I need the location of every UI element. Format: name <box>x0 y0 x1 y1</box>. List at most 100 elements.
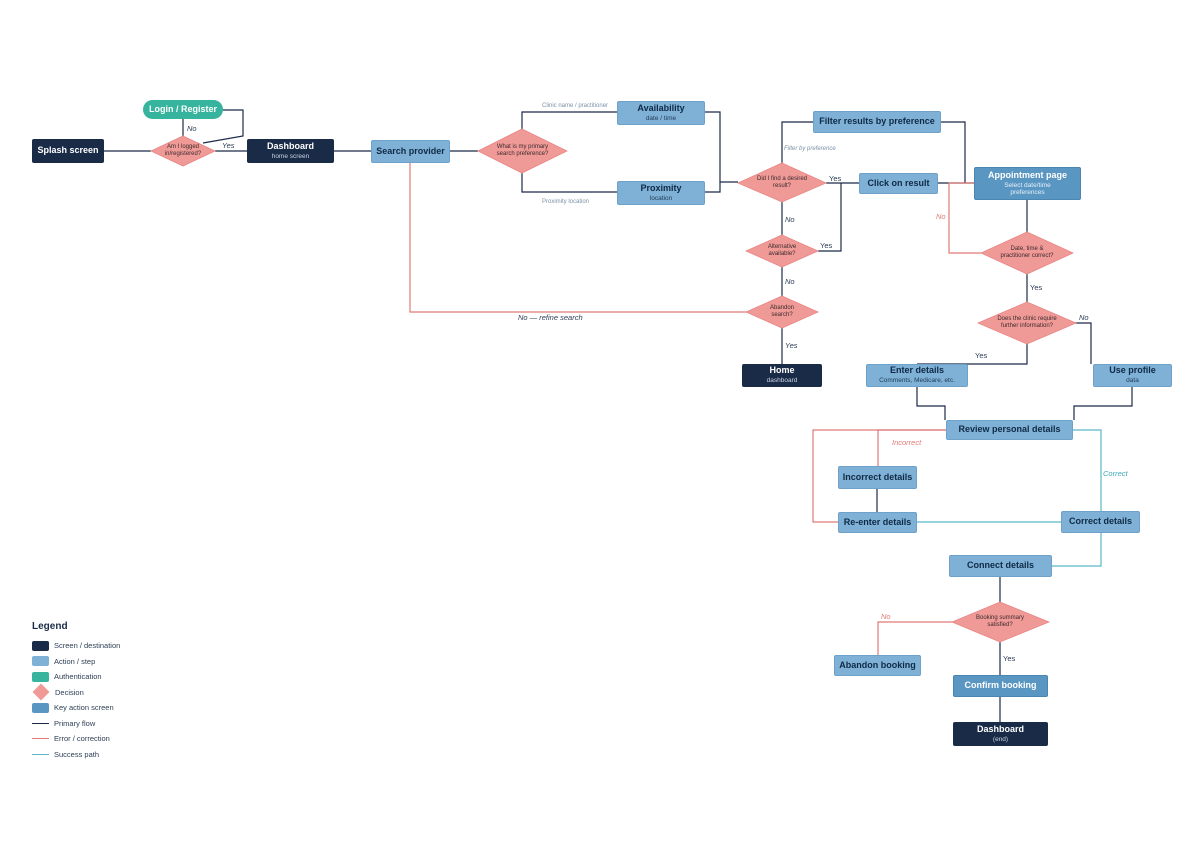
clinic-info-decision <box>976 301 1078 345</box>
legend-item-label: Screen / destination <box>54 641 121 651</box>
incorrect-details-node: Incorrect details <box>838 466 917 489</box>
enter-details-sub: Comments, Medicare, etc. <box>879 377 955 385</box>
proximity-node: Proximity location <box>617 181 705 205</box>
dashboard-home-node: Dashboard home screen <box>247 139 334 163</box>
label-incorrect: Incorrect <box>892 438 922 447</box>
splash-screen-title: Splash screen <box>37 145 99 156</box>
home-title: Home <box>769 365 795 376</box>
incorrect-details-title: Incorrect details <box>842 471 913 482</box>
dashboard-home-sub: home screen <box>271 152 310 160</box>
legend-item-primary-flow: Primary flow <box>32 716 232 732</box>
home-sub: dashboard <box>766 377 798 385</box>
label-yes-clinic: Yes <box>975 351 988 360</box>
logged-in-decision <box>150 135 216 167</box>
search-provider-node: Search provider <box>371 140 450 163</box>
label-refine-search: No — refine search <box>518 313 583 322</box>
appointment-page-node: Appointment page Select date/time prefer… <box>974 167 1081 200</box>
legend-item-label: Action / step <box>54 656 96 666</box>
label-no-summary: No <box>881 612 891 621</box>
abandon-booking-node: Abandon booking <box>834 655 921 676</box>
label-clinic-name: Clinic name / practitioner <box>542 103 609 109</box>
alternative-decision <box>745 234 819 268</box>
label-yes-abandon: Yes <box>785 341 798 350</box>
success-flow-connectors <box>917 429 1102 567</box>
legend-item-label: Key action screen <box>54 703 114 713</box>
filter-results-node: Filter results by preference <box>813 111 941 133</box>
filter-results-title: Filter results by preference <box>819 116 935 127</box>
legend-item-authentication: Authentication <box>32 669 232 685</box>
dashboard-home-title: Dashboard <box>266 140 314 151</box>
legend-box-swatch <box>32 702 49 713</box>
legend-item-success-path: Success path <box>32 747 232 763</box>
search-preference-question: What is my primary search preference? <box>496 144 549 157</box>
legend-box-swatch <box>32 656 49 667</box>
home-dashboard-node: Home dashboard <box>742 364 822 387</box>
booking-summary-decision <box>950 601 1051 643</box>
abandon-search-question: Abandon search? <box>769 305 795 318</box>
label-no-find: No <box>785 215 795 224</box>
appointment-page-sub: Select date/time preferences <box>1004 181 1051 196</box>
legend-item-error-correction: Error / correction <box>32 731 232 747</box>
legend-item-action-step: Action / step <box>32 654 232 670</box>
proximity-title: Proximity <box>640 182 682 193</box>
label-no-clinic: No <box>1079 313 1089 322</box>
use-profile-title: Use profile <box>1109 365 1156 376</box>
label-yes-find: Yes <box>829 174 842 183</box>
search-preference-decision <box>477 128 568 174</box>
login-register-title: Login / Register <box>148 103 217 114</box>
click-result-node: Click on result <box>859 173 938 194</box>
review-details-title: Review personal details <box>958 424 1061 435</box>
use-profile-sub: data <box>1126 377 1139 385</box>
proximity-sub: location <box>649 194 673 202</box>
enter-details-title: Enter details <box>889 365 945 376</box>
legend-box-swatch <box>32 640 49 651</box>
appointment-page-title: Appointment page <box>988 169 1067 180</box>
legend-item-label: Authentication <box>54 672 102 682</box>
clinic-info-question: Does the clinic require further informat… <box>997 316 1057 329</box>
dashboard-end-title: Dashboard <box>976 723 1024 734</box>
splash-screen-node: Splash screen <box>32 139 104 163</box>
label-filter-by-preference: Filter by preference <box>784 146 836 152</box>
correct-details-title: Correct details <box>1068 516 1133 527</box>
confirm-booking-title: Confirm booking <box>964 680 1037 691</box>
alternative-question: Alternative available? <box>767 244 797 257</box>
legend-box-swatch <box>32 671 49 682</box>
legend-line-swatch <box>32 738 49 740</box>
find-result-decision <box>737 162 827 203</box>
legend-item-label: Decision <box>55 687 84 697</box>
legend-line-swatch <box>32 753 49 755</box>
dashboard-end-node: Dashboard (end) <box>953 722 1048 746</box>
logged-in-question: Am I logged in/registered? <box>164 144 202 157</box>
correct-details-node: Correct details <box>1061 511 1140 533</box>
enter-details-node: Enter details Comments, Medicare, etc. <box>866 364 968 387</box>
label-no-datetime: No <box>936 212 946 221</box>
datetime-correct-decision <box>980 231 1074 275</box>
legend-diamond-swatch <box>32 683 50 701</box>
datetime-correct-question: Date, time & practitioner correct? <box>1000 246 1054 259</box>
abandon-booking-title: Abandon booking <box>839 659 916 670</box>
find-result-question: Did I find a desired result? <box>756 176 808 189</box>
label-no-login: No <box>187 124 197 133</box>
label-yes-summary: Yes <box>1003 654 1016 663</box>
error-flow-connectors <box>409 163 983 655</box>
label-proximity-location: Proximity location <box>542 199 590 205</box>
label-yes-alt: Yes <box>820 241 833 250</box>
dashboard-end-sub: (end) <box>992 735 1009 743</box>
legend-title: Legend <box>32 621 68 632</box>
legend-item-screen-destination: Screen / destination <box>32 638 232 654</box>
booking-summary-question: Booking summary satisfied? <box>975 615 1025 628</box>
label-no-alt: No <box>785 277 795 286</box>
reenter-details-title: Re-enter details <box>843 516 912 527</box>
connect-details-title: Connect details <box>966 560 1034 571</box>
abandon-search-decision <box>745 295 819 329</box>
availability-node: Availability date / time <box>617 101 705 125</box>
legend-item-decision: Decision <box>32 683 232 701</box>
legend-item-label: Success path <box>54 749 100 759</box>
login-register-node: Login / Register <box>143 100 223 119</box>
legend-line-swatch <box>32 722 49 724</box>
connect-details-node: Connect details <box>949 555 1052 577</box>
label-correct: Correct <box>1103 469 1128 478</box>
label-yes-datetime: Yes <box>1030 283 1043 292</box>
